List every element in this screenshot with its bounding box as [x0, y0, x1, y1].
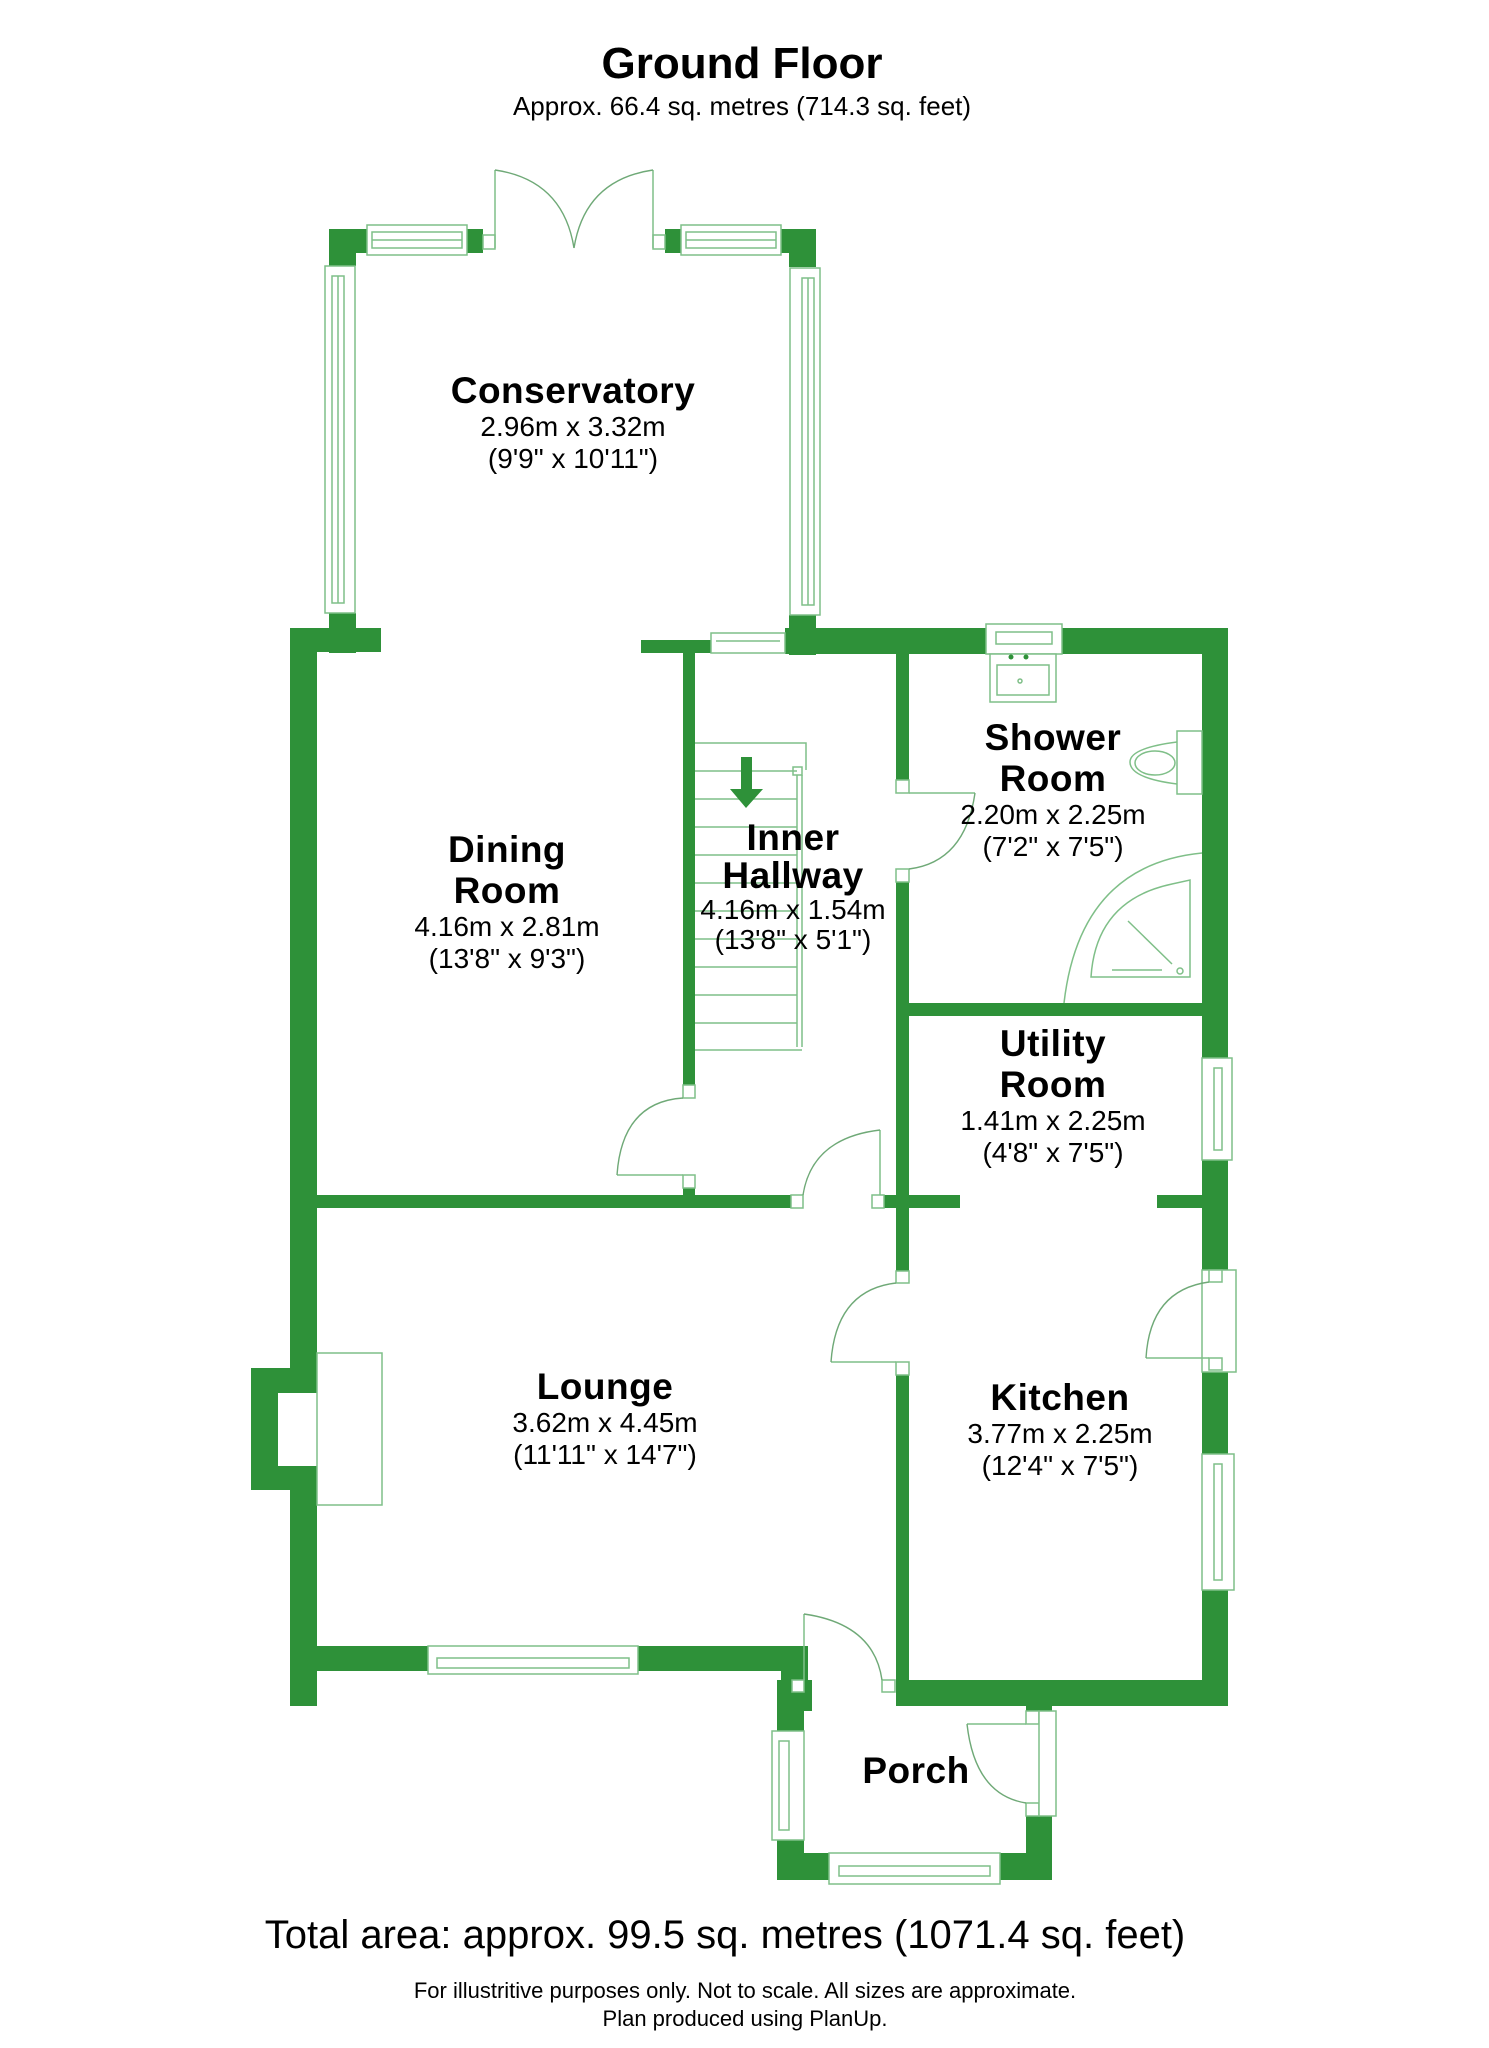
room-metric: 4.16m x 1.54m — [700, 894, 886, 925]
room-metric: 3.62m x 4.45m — [512, 1407, 698, 1438]
room-name: Room — [999, 758, 1107, 799]
room-imperial: (13'8" x 9'3") — [428, 943, 586, 974]
outer-walls — [251, 628, 1228, 1711]
internal-walls — [317, 652, 1202, 1600]
room-kitchen: Kitchen 3.77m x 2.25m (12'4" x 7'5") — [967, 1377, 1152, 1482]
conservatory-top-window-right — [680, 224, 782, 256]
room-imperial: (4'8" x 7'5") — [982, 1137, 1124, 1168]
hallway-window — [710, 632, 786, 654]
kitchen-window — [1201, 1453, 1235, 1591]
room-name: Shower — [984, 717, 1122, 758]
porch-inner-door — [791, 1613, 896, 1693]
conservatory-right-window — [789, 267, 821, 616]
hallway-dining-door — [616, 1084, 696, 1189]
conservatory-top-window-left — [366, 224, 468, 256]
room-metric: 1.41m x 2.25m — [960, 1105, 1146, 1136]
basin-icon — [989, 653, 1057, 703]
conservatory-left-window — [324, 265, 356, 614]
room-name: Room — [453, 870, 561, 911]
room-metric: 2.20m x 2.25m — [960, 799, 1146, 830]
porch-walls — [777, 1680, 1052, 1880]
page-title: Ground Floor — [601, 39, 883, 88]
room-lounge: Lounge 3.62m x 4.45m (11'11" x 14'7") — [512, 1366, 697, 1471]
room-dining-room: Dining Room 4.16m x 2.81m (13'8" x 9'3") — [414, 829, 599, 975]
porch-front-door — [966, 1710, 1057, 1817]
disclaimer: For illustritive purposes only. Not to s… — [413, 1978, 1077, 2003]
lounge-kitchen-door — [830, 1270, 910, 1376]
total-area: Total area: approx. 99.5 sq. metres (107… — [264, 1913, 1186, 1957]
room-name: Room — [999, 1064, 1107, 1105]
kitchen-side-door — [1145, 1269, 1237, 1373]
room-imperial: (11'11" x 14'7") — [513, 1439, 697, 1470]
room-name: Conservatory — [450, 370, 696, 411]
porch-left-window — [771, 1730, 805, 1841]
room-imperial: (9'9" x 10'11") — [487, 443, 659, 474]
hallway-lounge-door — [790, 1129, 885, 1209]
porch-front-window — [828, 1852, 1001, 1885]
room-name: Porch — [862, 1750, 970, 1791]
lounge-front-window — [427, 1645, 639, 1675]
room-conservatory: Conservatory 2.96m x 3.32m (9'9" x 10'11… — [451, 370, 696, 475]
utility-window — [1201, 1057, 1233, 1161]
toilet-icon — [1129, 730, 1203, 795]
shower-room-window — [985, 623, 1063, 655]
room-metric: 4.16m x 2.81m — [414, 911, 600, 942]
room-name: Lounge — [536, 1366, 674, 1407]
shower-tray-icon — [1063, 852, 1203, 1004]
room-name: Inner — [746, 817, 840, 858]
room-metric: 2.96m x 3.32m — [480, 411, 666, 442]
room-porch: Porch — [862, 1750, 969, 1791]
room-name: Kitchen — [990, 1377, 1130, 1418]
room-imperial: (13'8" x 5'1") — [714, 924, 872, 955]
plan-credit: Plan produced using PlanUp. — [602, 2006, 888, 2031]
conservatory-french-doors — [482, 169, 666, 250]
arrow-down-icon — [730, 757, 763, 808]
room-name: Hallway — [722, 855, 864, 896]
room-name: Utility — [999, 1023, 1107, 1064]
shower-room-door — [895, 779, 976, 883]
room-name: Dining — [447, 829, 567, 870]
room-imperial: (12'4" x 7'5") — [981, 1450, 1139, 1481]
room-utility-room: Utility Room 1.41m x 2.25m (4'8" x 7'5") — [960, 1023, 1145, 1169]
room-shower-room: Shower Room 2.20m x 2.25m (7'2" x 7'5") — [960, 717, 1145, 863]
floor-area-subtitle: Approx. 66.4 sq. metres (714.3 sq. feet) — [512, 91, 972, 121]
room-inner-hallway: Inner Hallway 4.16m x 1.54m (13'8" x 5'1… — [700, 819, 885, 955]
room-metric: 3.77m x 2.25m — [967, 1418, 1153, 1449]
room-imperial: (7'2" x 7'5") — [982, 831, 1124, 862]
fireplace-hearth — [316, 1352, 383, 1506]
